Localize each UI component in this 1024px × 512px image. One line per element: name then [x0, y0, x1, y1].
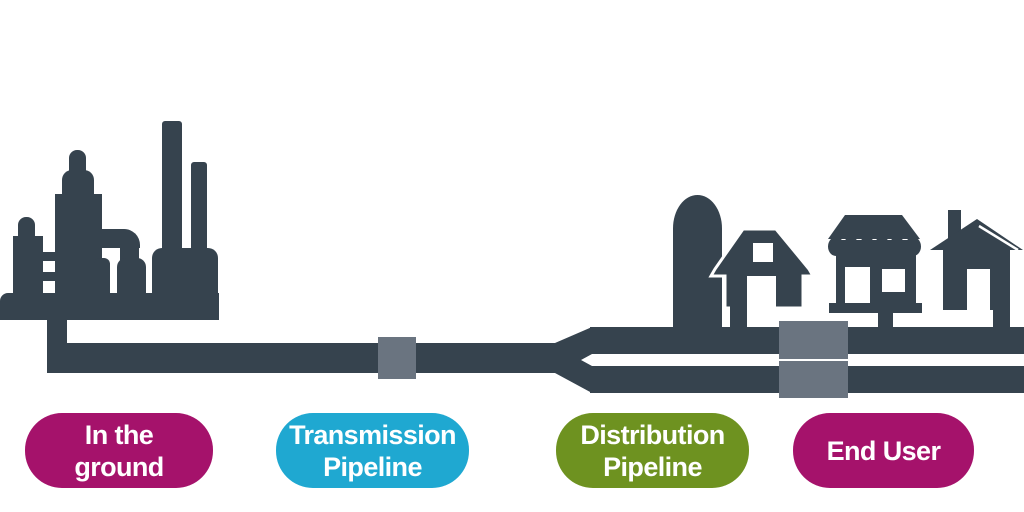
store-base [829, 303, 922, 313]
pill-label-line: Transmission [289, 419, 456, 450]
plant-ladder-bar [42, 272, 56, 281]
house-gable-line [978, 224, 1019, 252]
plant-tank-left-cap [18, 217, 35, 242]
pill-label-line: End User [826, 435, 941, 466]
pill-label-line: Pipeline [603, 451, 702, 482]
plant-base-platform [0, 293, 219, 320]
stage-pill-end-user: End User [793, 413, 974, 488]
barn-window [753, 243, 773, 262]
silo-icon [673, 195, 722, 332]
pipe-coupling-icon [779, 321, 848, 359]
plant-smokestack [162, 121, 182, 256]
plant-tank-right [152, 248, 218, 296]
barn-door [747, 276, 776, 308]
transmission-pipeline-icon [47, 343, 563, 373]
pipeline-split [555, 327, 592, 393]
pipe-coupling-icon [779, 361, 848, 398]
store-awning [828, 215, 920, 239]
stage-pill-distribution-pipeline: Distribution Pipeline [556, 413, 749, 488]
plant-ladder-bar [42, 252, 56, 261]
pill-label-line: Distribution [580, 419, 725, 450]
plant-post [94, 258, 110, 298]
plant-smokestack [191, 162, 207, 256]
plant-pipe-collar [117, 258, 146, 298]
pipe-coupling-icon [378, 337, 416, 379]
stage-pill-in-the-ground: In the ground [25, 413, 213, 488]
pill-label-line: In the [84, 419, 154, 450]
store-window [882, 269, 905, 292]
house-roof-shape [930, 219, 1023, 250]
house-roof [930, 210, 1023, 252]
wellhead-connector-pipe [47, 316, 67, 346]
barn-icon [708, 227, 816, 310]
barn-silhouette [708, 227, 816, 310]
barn-service-pipe [730, 305, 747, 332]
plant-tank-left [13, 236, 43, 296]
store-door [845, 267, 870, 305]
store-service-pipe [878, 311, 893, 332]
house-door [967, 269, 990, 310]
pill-label-line: ground [74, 451, 164, 482]
house-service-pipe [993, 308, 1010, 330]
stage-pill-transmission-pipeline: Transmission Pipeline [276, 413, 469, 488]
pill-label-line: Pipeline [323, 451, 422, 482]
